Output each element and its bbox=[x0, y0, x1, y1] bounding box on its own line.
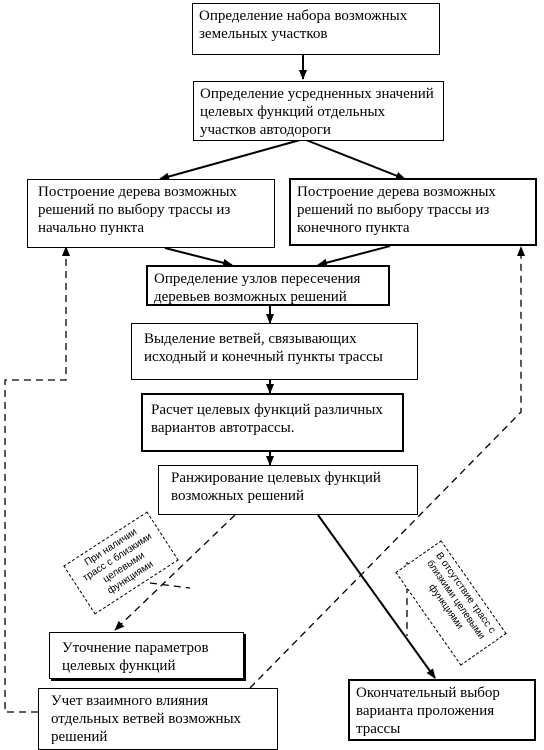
dashed-arrow-b8-b9 bbox=[114, 514, 236, 631]
arrow-b8-b11 bbox=[317, 514, 436, 679]
dashed-leader-left-note bbox=[149, 582, 191, 589]
block-tree-from-start: Построение дерева возможных решений по в… bbox=[27, 179, 275, 248]
block-final-choice: Окончательный выбор варианта проложения … bbox=[348, 679, 536, 741]
dashed-feedback-to-b3 bbox=[4, 246, 70, 713]
block-intersection-nodes: Определение узлов пересечения деревьев в… bbox=[146, 265, 390, 306]
arrow-b2-b4 bbox=[305, 139, 406, 180]
block-refine-parameters: Уточнение параметров целевых функций bbox=[49, 632, 244, 679]
block-land-set: Определение набора возможных земельных у… bbox=[192, 3, 440, 55]
block-average-values: Определение усредненных значений целевых… bbox=[193, 81, 444, 141]
block-branch-interaction: Учет взаимного влияния отдельных ветвей … bbox=[38, 688, 278, 750]
dashed-feedback-to-b4 bbox=[249, 246, 525, 689]
block-tree-from-end: Построение дерева возможных решений по в… bbox=[289, 178, 537, 246]
arrow-b2-b3 bbox=[159, 139, 301, 181]
arrow-b4-b5 bbox=[317, 245, 391, 267]
block-objective-calculation: Расчет целевых функций различных вариант… bbox=[141, 393, 404, 452]
block-ranking: Ранжирование целевых функций возможных р… bbox=[158, 465, 418, 515]
block-branch-selection: Выделение ветвей, связывающих исходный и… bbox=[131, 323, 418, 380]
arrow-b3-b5 bbox=[164, 247, 233, 267]
